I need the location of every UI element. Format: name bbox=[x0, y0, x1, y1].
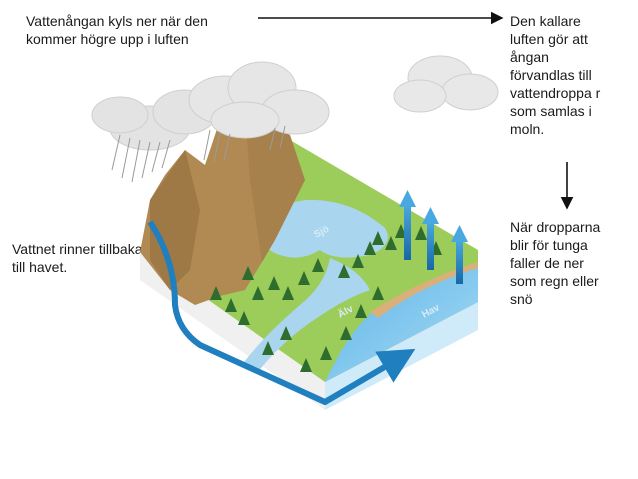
beach bbox=[370, 262, 478, 318]
lake bbox=[262, 199, 388, 258]
river bbox=[244, 258, 370, 372]
cloud-right bbox=[393, 55, 499, 113]
caption-condensation: Den kallare luften gör att ångan förvand… bbox=[510, 13, 601, 137]
rain bbox=[111, 125, 286, 183]
sea bbox=[325, 265, 478, 382]
mountain-shadow bbox=[150, 150, 200, 290]
evaporation-arrows bbox=[399, 190, 468, 284]
runoff-arrow bbox=[147, 220, 416, 405]
caption-runoff: Vattnet rinner tillbaka till havet. bbox=[12, 241, 143, 275]
caption-cooling: Vattenångan kyls ner när den kommer högr… bbox=[26, 13, 208, 47]
caption-precipitation: När dropparna blir för tunga faller de n… bbox=[510, 219, 601, 307]
cloud-center bbox=[188, 61, 330, 139]
mountain-shadow-2 bbox=[245, 110, 305, 262]
